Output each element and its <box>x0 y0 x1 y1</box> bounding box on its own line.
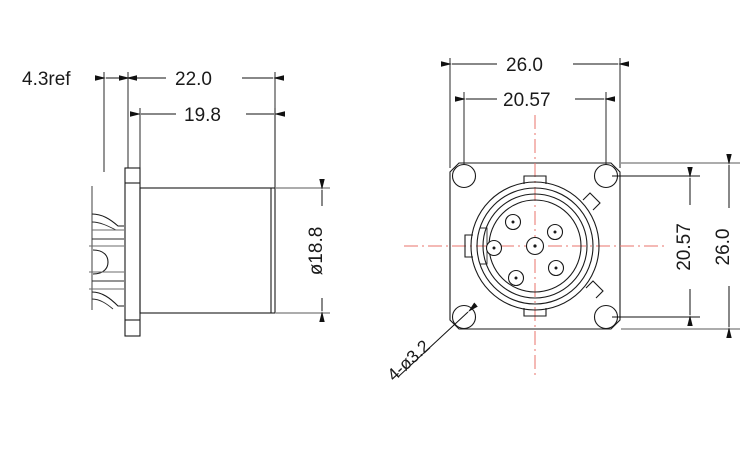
dimension-body-diameter: ø18.8 <box>276 179 334 322</box>
dimension-body-length-label: 19.8 <box>184 105 221 126</box>
front-right-extension-lines <box>612 162 740 330</box>
dimension-hole-pitch-horizontal: 20.57 <box>455 85 615 111</box>
mounting-hole-top-left <box>451 163 477 189</box>
dimension-body-length: 19.8 <box>130 100 285 126</box>
contact-pin-3 <box>547 259 565 277</box>
side-elevation-view: 4.3ref 22.0 19.8 <box>22 64 334 337</box>
dimension-hole-pitch-vertical: 20.57 <box>674 167 702 326</box>
dimension-flange-height-label: 26.0 <box>713 229 734 266</box>
dimension-flange-width: 26.0 <box>441 50 629 76</box>
contact-pin-center <box>525 236 545 256</box>
dimension-overall-length: 22.0 <box>119 64 284 90</box>
dimension-flange-width-label: 26.0 <box>506 55 543 76</box>
contact-pin-2 <box>546 223 564 241</box>
dimension-body-diameter-label: ø18.8 <box>306 227 327 276</box>
contact-pin-4 <box>507 269 525 287</box>
dimension-ref-thickness-label: 4.3ref <box>22 69 71 90</box>
flange-plate-side <box>124 167 141 337</box>
dimension-flange-height: 26.0 <box>713 154 741 338</box>
rear-contact-detail <box>89 186 124 310</box>
contact-pin-1 <box>504 213 522 231</box>
mounting-holes-group <box>451 163 619 330</box>
mounting-hole-bottom-left <box>451 304 477 330</box>
dimension-hole-pitch-vertical-label: 20.57 <box>674 223 695 271</box>
connector-insert <box>464 175 604 317</box>
flange-plate-front <box>449 162 621 330</box>
dimension-overall-length-label: 22.0 <box>175 69 212 90</box>
contact-pin-5 <box>485 239 503 257</box>
dimension-hole-pitch-horizontal-label: 20.57 <box>503 90 551 111</box>
side-extension-lines <box>103 72 276 192</box>
contact-pins-group <box>485 213 565 287</box>
